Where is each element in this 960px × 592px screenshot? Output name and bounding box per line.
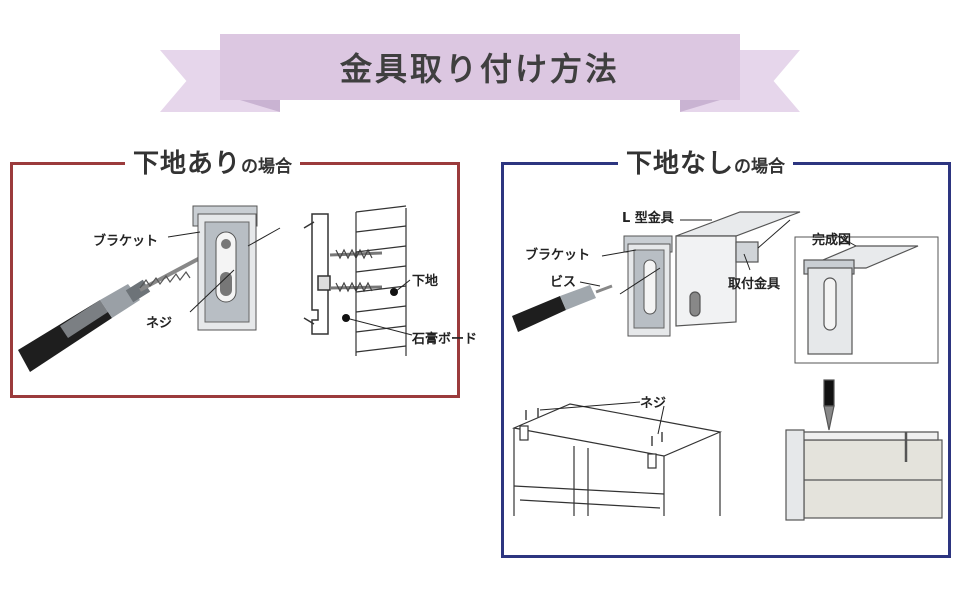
label-completed: 完成図: [812, 233, 852, 248]
title-suffix: の場合: [241, 157, 293, 177]
label-screw-right: ネジ: [640, 396, 667, 411]
label-screw: ネジ: [146, 316, 173, 331]
right-leader-lines: [539, 219, 857, 435]
panel-without-stud: 下地なしの場合: [501, 143, 951, 558]
bracket-illustration: [192, 205, 258, 331]
screwdriver-illustration: [18, 279, 151, 372]
panel-title-without-stud: 下地なしの場合: [618, 143, 794, 180]
wall-mount-illustration: [785, 379, 943, 521]
label-l-bracket: L 型金具: [622, 211, 674, 226]
label-plasterboard: 石膏ボード: [412, 332, 478, 347]
bracket-right-illustration: [623, 235, 673, 337]
screw-illustration: [139, 256, 201, 292]
title-suffix: の場合: [734, 157, 786, 177]
panel-title-with-stud: 下地ありの場合: [125, 143, 301, 180]
label-bis: ビス: [550, 275, 577, 290]
panel-with-stud: 下地ありの場合: [10, 143, 460, 398]
wall-illustration: [355, 205, 407, 356]
title-main: 下地あり: [133, 149, 242, 179]
cabinet-screws: [525, 408, 663, 446]
title-main: 下地なし: [626, 149, 735, 179]
side-profile-illustration: [303, 213, 331, 335]
completed-illustration: [803, 245, 919, 355]
label-mount-fitting: 取付金具: [728, 277, 781, 292]
page-title: 金具取り付け方法: [339, 50, 620, 88]
l-bracket-illustration: [675, 211, 801, 327]
small-screwdriver-illustration: [512, 284, 613, 332]
label-bracket: ブラケット: [93, 234, 159, 249]
label-stud: 下地: [412, 274, 439, 289]
cabinet-illustration: [511, 403, 723, 516]
title-ribbon: 金具取り付け方法: [220, 34, 740, 100]
leader-lines: [167, 227, 413, 336]
label-bracket-right: ブラケット: [525, 248, 591, 263]
